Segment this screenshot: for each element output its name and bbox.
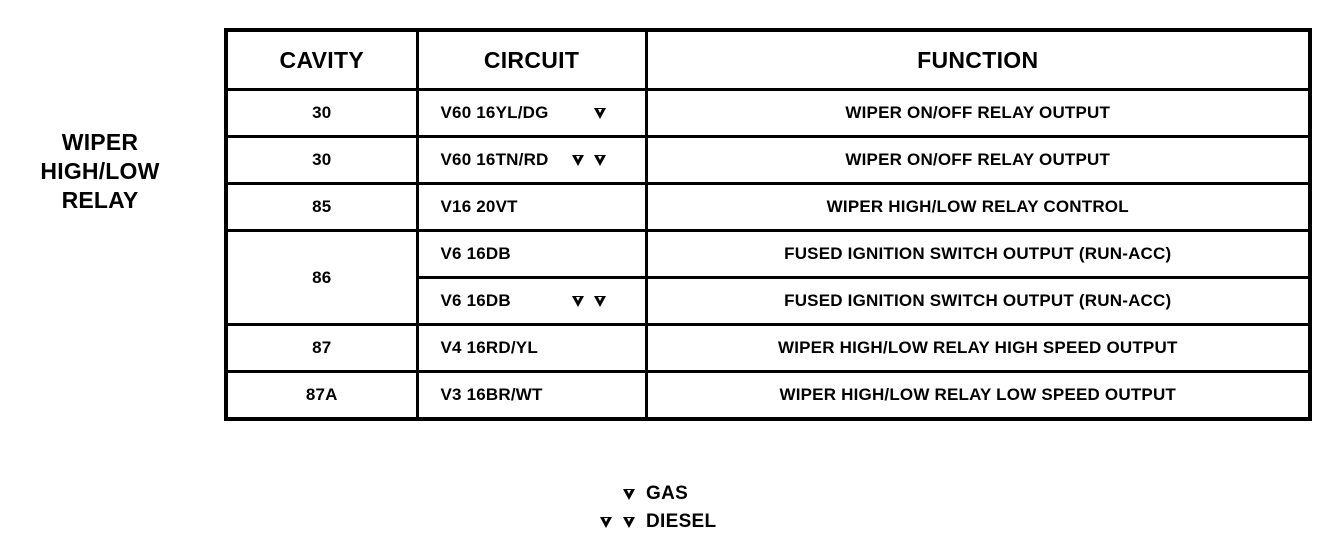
circuit-code: V60 16TN/RD xyxy=(440,150,549,169)
legend-label: DIESEL xyxy=(646,511,717,532)
circuit-cell: V16 20VT xyxy=(415,182,648,232)
circuit-code: V4 16RD/YL xyxy=(440,338,538,357)
circuit-cell: V6 16DB xyxy=(415,229,648,279)
down-triangle-marker-icon xyxy=(600,516,613,528)
circuit-cell-content: V16 20VT xyxy=(419,185,645,229)
fuel-type-markers xyxy=(593,107,631,119)
table-row: 30 V60 16TN/RD WIPER ON/OFF RELAY OUTPUT xyxy=(224,135,1312,185)
circuit-cell-content: V60 16TN/RD xyxy=(419,138,645,182)
legend-label: GAS xyxy=(646,483,689,504)
cavity-cell: 86 xyxy=(224,229,419,326)
legend-markers xyxy=(560,516,646,528)
column-header-cavity: CAVITY xyxy=(224,28,419,91)
function-description: FUSED IGNITION SWITCH OUTPUT (RUN-ACC) xyxy=(784,291,1172,310)
cavity-cell: 87A xyxy=(224,370,419,421)
table-row: 30 V60 16YL/DG WIPER ON/OFF RELAY OUTPUT xyxy=(224,88,1312,138)
circuit-code: V60 16YL/DG xyxy=(440,103,549,122)
function-cell: FUSED IGNITION SWITCH OUTPUT (RUN-ACC) xyxy=(644,276,1312,326)
legend-item: DIESEL xyxy=(560,508,716,536)
circuit-cell: V60 16TN/RD xyxy=(415,135,648,185)
circuit-code: V16 20VT xyxy=(440,197,518,216)
circuit-cell: V60 16YL/DG xyxy=(415,88,648,138)
function-description: WIPER HIGH/LOW RELAY HIGH SPEED OUTPUT xyxy=(777,338,1178,357)
fuel-type-markers xyxy=(571,154,631,166)
function-cell: WIPER HIGH/LOW RELAY HIGH SPEED OUTPUT xyxy=(644,323,1312,373)
down-triangle-marker-icon xyxy=(571,295,585,307)
cavity-cell: 30 xyxy=(224,135,419,185)
circuit-cell-content: V60 16YL/DG xyxy=(419,91,645,135)
component-label-line: RELAY xyxy=(61,187,139,213)
circuit-cell-content: V6 16DB xyxy=(419,232,645,276)
table-row: 86 V6 16DB FUSED IGNITION SWITCH OUTPUT (R… xyxy=(224,229,1312,326)
function-description: FUSED IGNITION SWITCH OUTPUT (RUN-ACC) xyxy=(784,244,1172,263)
circuit-cell: V6 16DB xyxy=(415,276,648,326)
connector-pinout-table: CAVITY CIRCUIT FUNCTION 30 V60 16YL/DG WIP… xyxy=(224,28,1312,421)
circuit-cell: V3 16BR/WT xyxy=(415,370,648,421)
down-triangle-marker-icon xyxy=(593,295,607,307)
table-row: 87 V4 16RD/YL WIPER HIGH/LOW RELAY HIGH SP… xyxy=(224,323,1312,373)
table-row: V6 16DB FUSED IGNITION SWITCH OUTPUT (RUN… xyxy=(226,276,1312,326)
down-triangle-marker-icon xyxy=(593,107,607,119)
table-header: CAVITY CIRCUIT FUNCTION xyxy=(224,28,1312,91)
component-label-line: WIPER xyxy=(61,129,139,155)
table-row: 85 V16 20VT WIPER HIGH/LOW RELAY CONTROL xyxy=(224,182,1312,232)
cavity-cell: 85 xyxy=(224,182,419,232)
down-triangle-marker-icon xyxy=(571,154,585,166)
down-triangle-marker-icon xyxy=(623,516,636,528)
cavity-cell: 30 xyxy=(224,88,419,138)
function-cell: WIPER HIGH/LOW RELAY LOW SPEED OUTPUT xyxy=(644,370,1312,421)
circuit-code: V3 16BR/WT xyxy=(440,385,543,404)
fuel-type-markers xyxy=(571,295,631,307)
column-header-function: FUNCTION xyxy=(644,28,1312,91)
function-cell: FUSED IGNITION SWITCH OUTPUT (RUN-ACC) xyxy=(644,229,1312,279)
function-cell: WIPER ON/OFF RELAY OUTPUT xyxy=(644,88,1312,138)
circuit-code: V6 16DB xyxy=(440,291,511,310)
legend-item: GAS xyxy=(560,480,716,508)
fuel-type-legend: GAS DIESEL xyxy=(560,480,716,536)
function-cell: WIPER ON/OFF RELAY OUTPUT xyxy=(644,135,1312,185)
function-description: WIPER HIGH/LOW RELAY CONTROL xyxy=(826,197,1129,216)
circuit-cell-content: V6 16DB xyxy=(419,279,645,323)
component-label-line: HIGH/LOW xyxy=(40,158,160,184)
down-triangle-marker-icon xyxy=(623,488,636,500)
legend-markers xyxy=(560,488,646,500)
function-description: WIPER HIGH/LOW RELAY LOW SPEED OUTPUT xyxy=(779,385,1177,404)
circuit-cell-content: V3 16BR/WT xyxy=(419,373,645,417)
function-cell: WIPER HIGH/LOW RELAY CONTROL xyxy=(644,182,1312,232)
table-header-row: CAVITY CIRCUIT FUNCTION xyxy=(224,28,1312,91)
component-label: WIPER HIGH/LOW RELAY xyxy=(0,128,200,215)
down-triangle-marker-icon xyxy=(593,154,607,166)
column-header-circuit: CIRCUIT xyxy=(415,28,648,91)
function-description: WIPER ON/OFF RELAY OUTPUT xyxy=(845,103,1111,122)
table-row: 87A V3 16BR/WT WIPER HIGH/LOW RELAY LOW SP… xyxy=(224,370,1312,421)
circuit-cell-content: V4 16RD/YL xyxy=(419,326,645,370)
circuit-code: V6 16DB xyxy=(440,244,511,263)
function-description: WIPER ON/OFF RELAY OUTPUT xyxy=(845,150,1111,169)
circuit-cell: V4 16RD/YL xyxy=(415,323,648,373)
cavity-cell: 87 xyxy=(224,323,419,373)
